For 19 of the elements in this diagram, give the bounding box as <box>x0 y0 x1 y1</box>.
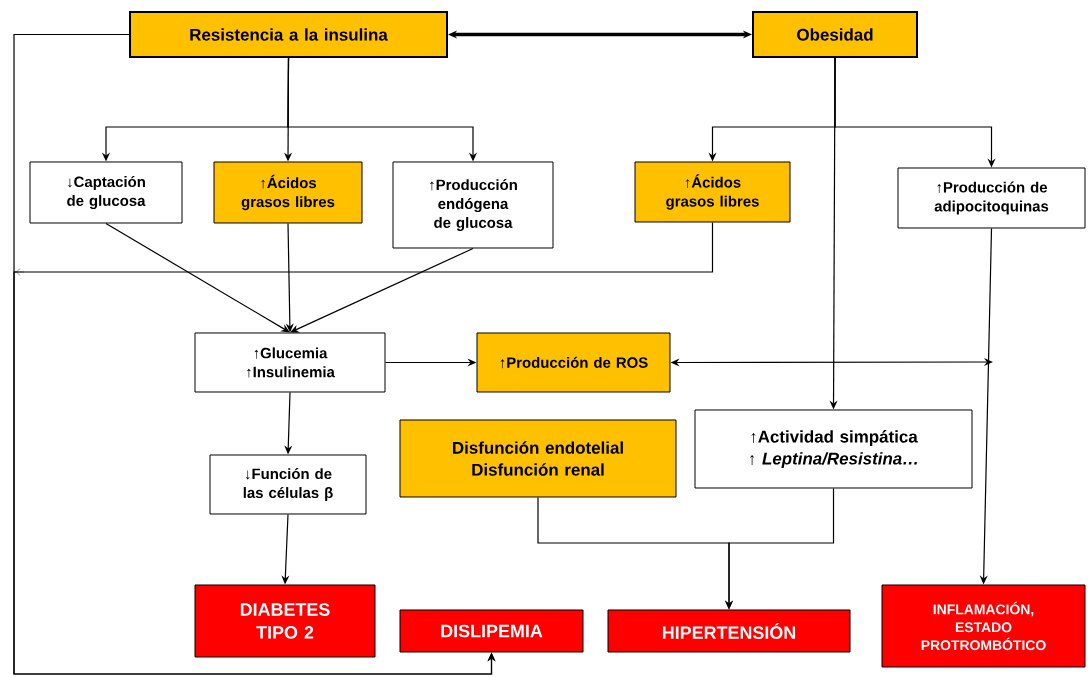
arrow <box>13 221 714 675</box>
disease-box: DISLIPEMIA <box>399 609 584 653</box>
process-box: ↓Captación de glucosa <box>29 161 183 224</box>
arrow <box>105 222 290 333</box>
arrow <box>290 247 474 333</box>
cause-box: Resistencia a la insulina <box>129 11 448 58</box>
process-box: ↑Producción de adipocitoquinas <box>897 167 1086 229</box>
process-box: ↑Producción endógena de glucosa <box>392 161 554 249</box>
process-box: ↑Producción de ROS <box>476 332 671 393</box>
process-box: ↑Actividad simpática ↑ Leptina/Resistina… <box>694 409 973 489</box>
process-box: ↑Ácidos grasos libres <box>213 161 363 224</box>
disease-box: DIABETES TIPO 2 <box>194 584 376 658</box>
disease-box: HIPERTENSIÓN <box>607 609 851 653</box>
cause-box: Obesidad <box>752 11 918 58</box>
process-box: ↓Función de las células β <box>209 454 367 515</box>
process-box: ↑Glucemia ↑Insulinemia <box>194 332 386 393</box>
process-box: ↑Ácidos grasos libres <box>634 161 791 223</box>
process-box: Disfunción endotelial Disfunción renal <box>399 419 677 498</box>
disease-box: INFLAMACIÓN, ESTADO PROTROMBÓTICO <box>881 584 1086 668</box>
